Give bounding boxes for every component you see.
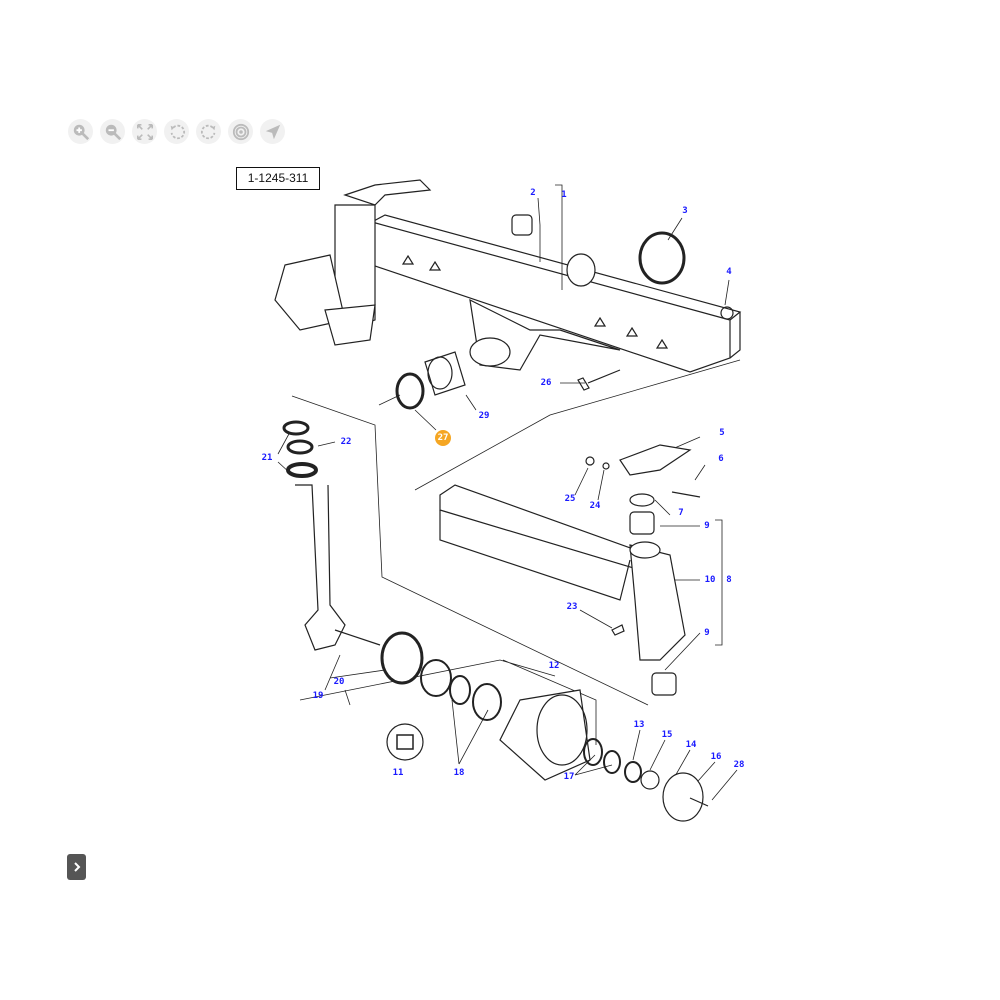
axle-beam — [274, 179, 742, 373]
zoom-out-button[interactable] — [100, 119, 125, 144]
callout-label[interactable]: 2 — [530, 188, 536, 198]
callout-label[interactable]: 17 — [563, 772, 575, 782]
callout-label[interactable]: 16 — [710, 752, 722, 762]
diagram-reference: 1-1245-311 — [236, 167, 320, 190]
bolt-26 — [577, 369, 621, 391]
spindle-and-hub — [282, 420, 709, 822]
navigate-icon — [265, 124, 280, 139]
zoom-out-icon — [105, 124, 121, 140]
callout-label[interactable]: 9 — [704, 521, 710, 531]
zoom-in-button[interactable] — [68, 119, 93, 144]
callout-label[interactable]: 4 — [726, 267, 732, 277]
callout-label[interactable]: 8 — [726, 575, 732, 585]
extension-beam — [439, 444, 701, 696]
callout-label[interactable]: 10 — [704, 575, 716, 585]
callout-label[interactable]: 26 — [540, 378, 552, 388]
callout-label[interactable]: 20 — [333, 677, 345, 687]
callout-label[interactable]: 22 — [340, 437, 352, 447]
callout-label[interactable]: 21 — [261, 453, 273, 463]
zoom-in-icon — [73, 124, 89, 140]
callout-label[interactable]: 24 — [589, 501, 601, 511]
viewer-toolbar — [68, 119, 285, 144]
callout-label[interactable]: 1 — [561, 190, 567, 200]
callout-label[interactable]: 15 — [661, 730, 673, 740]
callout-label[interactable]: 6 — [718, 454, 724, 464]
chevron-right-icon — [73, 862, 80, 872]
callout-highlighted[interactable]: 27 — [435, 430, 451, 446]
callout-label[interactable]: 7 — [678, 508, 684, 518]
bushings — [395, 214, 734, 410]
callout-label[interactable]: 11 — [392, 768, 404, 778]
callout-label[interactable]: 18 — [453, 768, 465, 778]
fit-screen-button[interactable] — [132, 119, 157, 144]
callout-label[interactable]: 13 — [633, 720, 645, 730]
expand-sidebar-button[interactable] — [67, 854, 86, 880]
target-icon — [232, 123, 249, 140]
callout-label[interactable]: 14 — [685, 740, 697, 750]
callout-label[interactable]: 12 — [548, 661, 560, 671]
navigate-button[interactable] — [260, 119, 285, 144]
callout-label[interactable]: 25 — [564, 494, 576, 504]
callout-label[interactable]: 29 — [478, 411, 490, 421]
rotate-right-icon — [200, 124, 215, 139]
callout-label[interactable]: 19 — [312, 691, 324, 701]
rotate-left-icon — [170, 124, 185, 139]
callout-label[interactable]: 23 — [566, 602, 578, 612]
rotate-right-button[interactable] — [196, 119, 221, 144]
callout-label[interactable]: 28 — [733, 760, 745, 770]
leader-lines — [277, 184, 741, 801]
target-button[interactable] — [228, 119, 253, 144]
callout-label[interactable]: 3 — [682, 206, 688, 216]
callout-label[interactable]: 9 — [704, 628, 710, 638]
callout-label[interactable]: 5 — [719, 428, 725, 438]
rotate-left-button[interactable] — [164, 119, 189, 144]
fit-screen-icon — [136, 123, 153, 140]
